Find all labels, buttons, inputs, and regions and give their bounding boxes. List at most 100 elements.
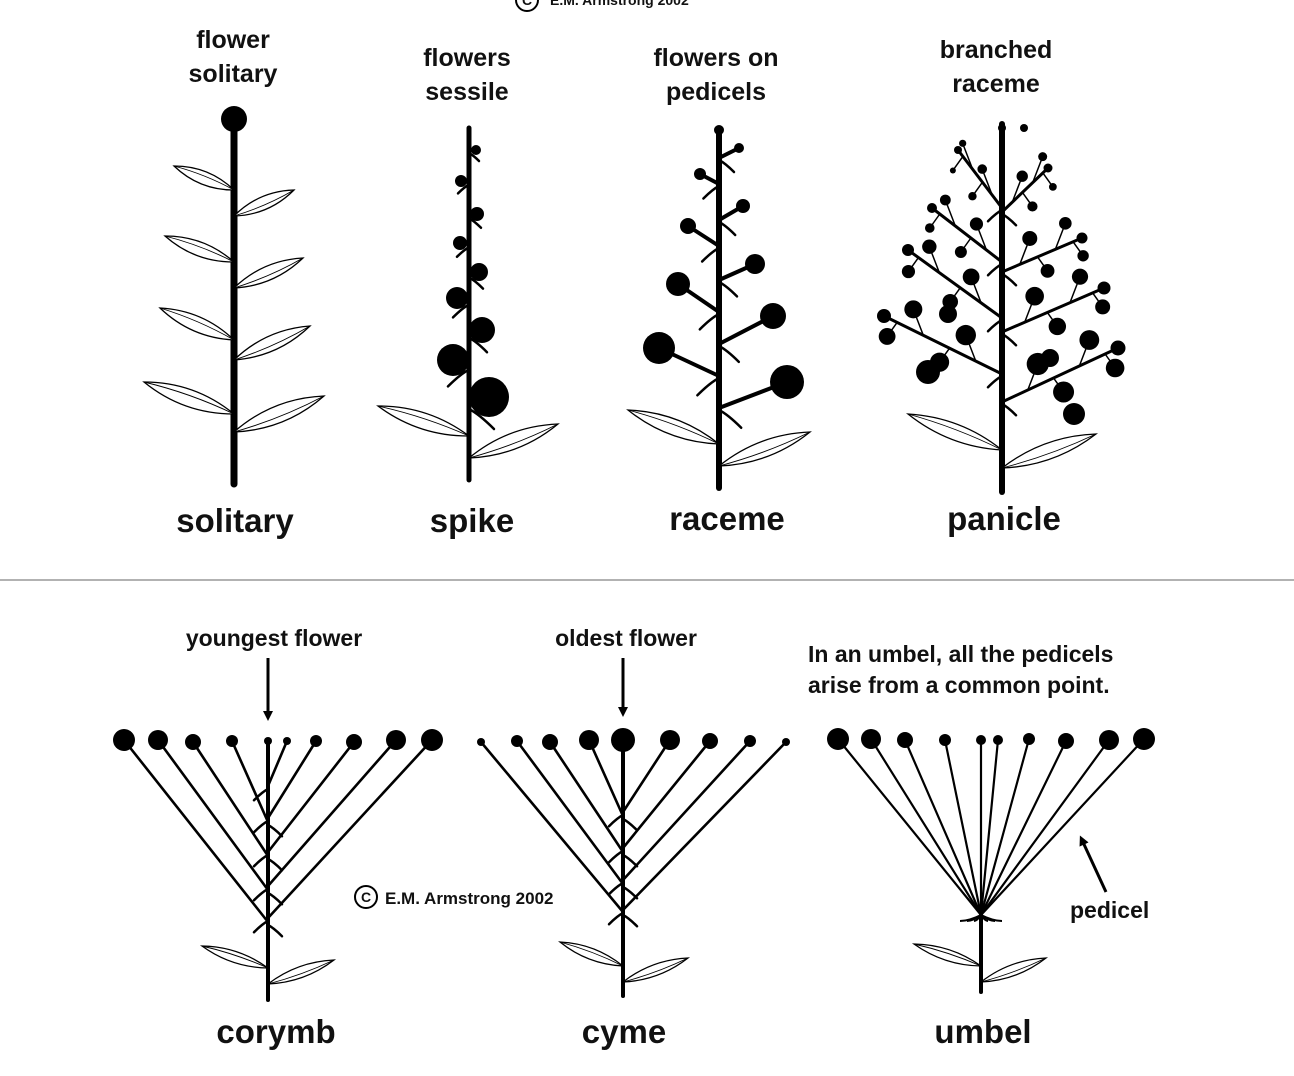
pedicel xyxy=(623,741,750,880)
flower xyxy=(477,738,485,746)
bract xyxy=(268,825,282,836)
flower xyxy=(421,729,443,751)
panicle-drawing xyxy=(877,124,1126,492)
flower xyxy=(310,735,322,747)
bract xyxy=(254,821,268,832)
bract xyxy=(623,915,637,926)
bract xyxy=(254,855,268,866)
flower xyxy=(927,203,937,213)
bract xyxy=(719,410,741,428)
panicle-header-line2: raceme xyxy=(952,70,1040,98)
flower xyxy=(939,305,957,323)
branch xyxy=(958,150,1002,208)
bract xyxy=(609,851,623,862)
top-copyright: C E.M. Armstrong 2002 xyxy=(516,0,689,11)
leaf xyxy=(914,944,981,966)
svg-text:C: C xyxy=(361,889,371,905)
flower xyxy=(827,728,849,750)
pedicel xyxy=(981,741,1066,915)
flower xyxy=(770,365,804,399)
sessile-flower xyxy=(455,175,467,187)
flower xyxy=(1041,349,1059,367)
flower xyxy=(666,272,690,296)
flower xyxy=(542,734,558,750)
svg-text:E.M. Armstrong 2002: E.M. Armstrong 2002 xyxy=(385,889,553,908)
leaf xyxy=(1002,434,1096,468)
flower xyxy=(1025,287,1044,306)
flower xyxy=(916,360,940,384)
flower xyxy=(922,239,936,253)
flower xyxy=(1058,733,1074,749)
umbel-drawing xyxy=(827,728,1155,992)
leaf xyxy=(234,326,310,360)
leaf xyxy=(160,308,234,340)
pedicel xyxy=(268,740,396,886)
flower xyxy=(744,735,756,747)
pedicel-arrow xyxy=(1082,840,1106,892)
corymb-caption: corymb xyxy=(216,1013,335,1050)
solitary-header-line2: solitary xyxy=(189,60,278,88)
cyme-caption: cyme xyxy=(582,1013,666,1050)
leaf xyxy=(623,958,688,982)
bract xyxy=(268,893,282,904)
oldest-flower-label: oldest flower xyxy=(555,625,697,651)
youngest-flower-label: youngest flower xyxy=(186,625,362,651)
pedicel xyxy=(623,742,786,910)
leaf xyxy=(144,382,234,414)
flower xyxy=(976,735,986,745)
bract xyxy=(254,921,268,932)
flower xyxy=(925,223,935,233)
flower xyxy=(1077,233,1088,244)
panicle-header-line1: branched xyxy=(940,36,1053,64)
bract xyxy=(609,815,623,826)
flower xyxy=(1053,382,1074,403)
solitary-header-line1: flower xyxy=(196,26,270,54)
flower xyxy=(1027,201,1037,211)
spike-caption: spike xyxy=(430,502,514,539)
flower xyxy=(897,732,913,748)
flower xyxy=(611,728,635,752)
flower xyxy=(1133,728,1155,750)
flower xyxy=(1038,152,1047,161)
sessile-flower xyxy=(471,145,481,155)
flower xyxy=(1059,217,1072,230)
flower xyxy=(1041,264,1055,278)
flower xyxy=(1099,730,1119,750)
raceme-drawing xyxy=(628,125,810,488)
bract xyxy=(254,889,268,900)
leaf xyxy=(165,236,234,262)
flower xyxy=(1079,330,1099,350)
flower xyxy=(993,735,1003,745)
leaf xyxy=(560,942,623,966)
flower xyxy=(1049,318,1066,335)
flower xyxy=(1063,403,1085,425)
flower xyxy=(963,268,980,285)
solitary-flower xyxy=(221,106,247,132)
flower xyxy=(877,309,891,323)
pedicel xyxy=(268,741,287,786)
flower xyxy=(879,328,896,345)
flower xyxy=(113,729,135,751)
flower xyxy=(970,217,983,230)
flower xyxy=(1020,124,1028,132)
leaf xyxy=(202,946,268,968)
flower xyxy=(1077,250,1088,261)
raceme-header-line1: flowers on xyxy=(653,44,778,72)
pedicel xyxy=(158,740,268,890)
flower xyxy=(1111,341,1126,356)
leaf xyxy=(234,190,294,216)
flower xyxy=(1023,733,1035,745)
solitary-drawing xyxy=(144,106,324,484)
panicle-caption: panicle xyxy=(947,500,1061,537)
flower xyxy=(694,168,706,180)
bract xyxy=(268,925,282,936)
leaf xyxy=(378,406,469,436)
pedicel xyxy=(589,740,623,816)
flower xyxy=(226,735,238,747)
bract xyxy=(623,887,637,898)
bract xyxy=(609,913,623,924)
branch xyxy=(932,208,1002,262)
umbel-note-line1: In an umbel, all the pedicels xyxy=(808,641,1113,667)
flower xyxy=(954,146,962,154)
leaf xyxy=(234,396,324,432)
